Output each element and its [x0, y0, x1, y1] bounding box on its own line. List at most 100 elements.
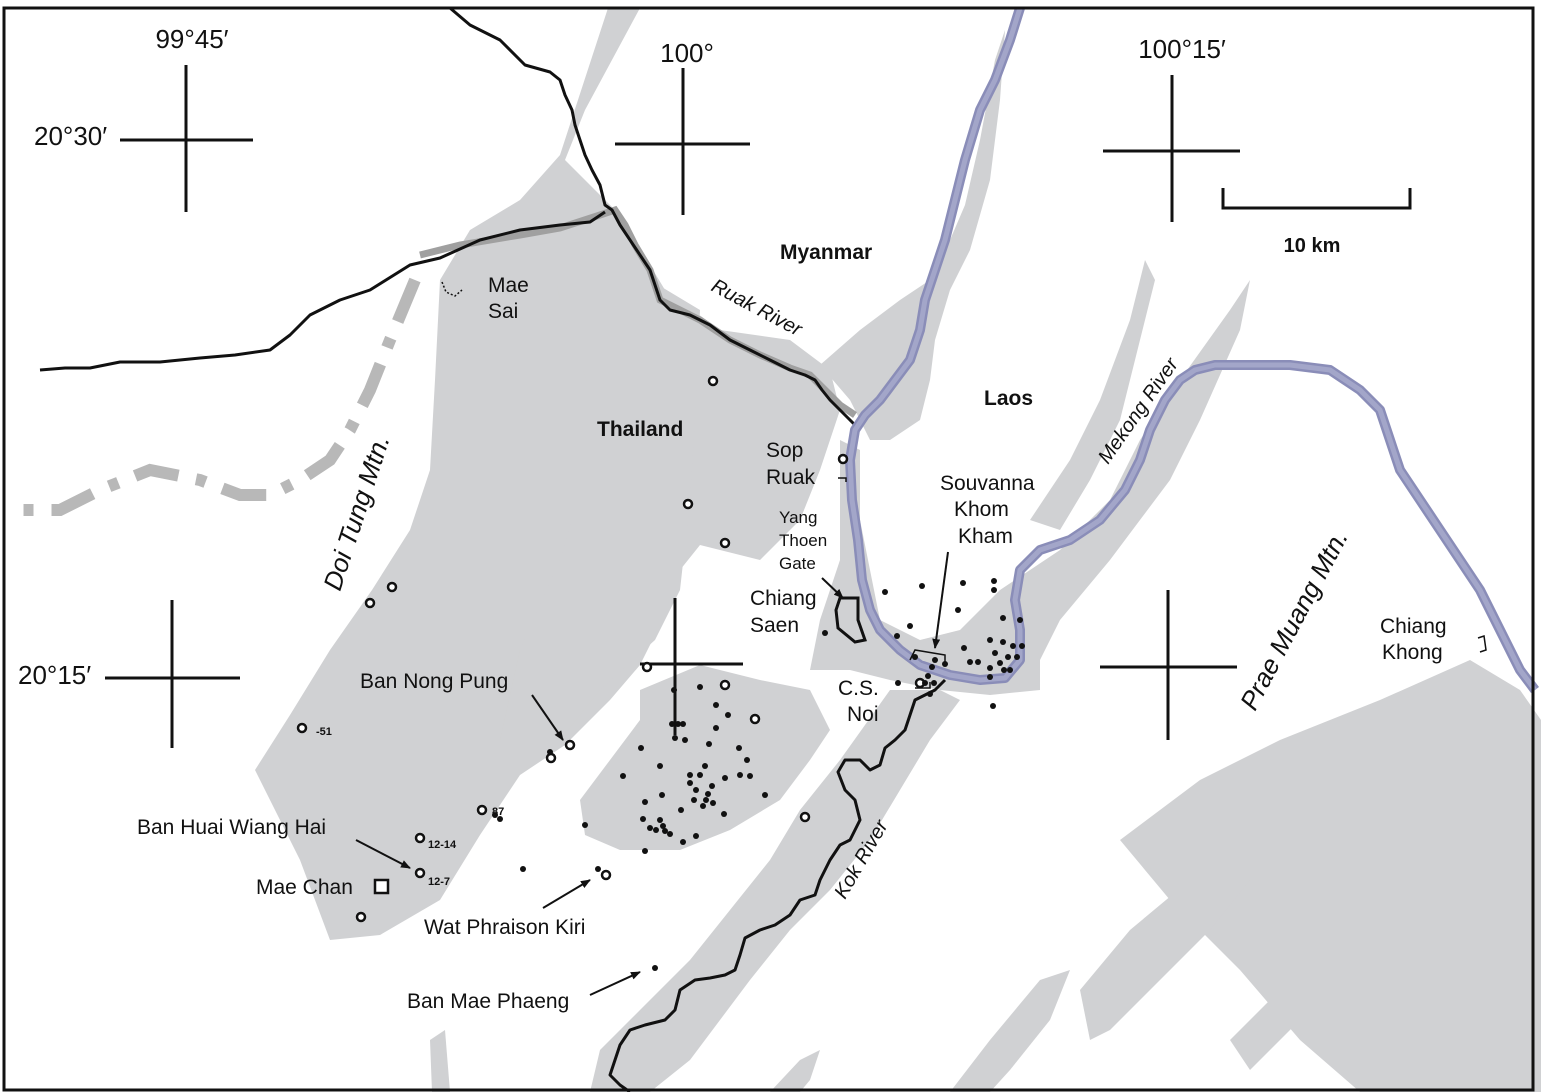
label-ban-huai-wiang-hai: Ban Huai Wiang Hai — [137, 816, 326, 839]
site-dot — [671, 687, 677, 693]
site-dot — [680, 721, 686, 727]
site-dot — [660, 823, 666, 829]
arrow-souvanna — [932, 551, 949, 649]
site-dot — [702, 763, 708, 769]
open-site — [719, 679, 731, 691]
site-dot — [1007, 667, 1013, 673]
terrain-myanmar-ridge — [820, 30, 1005, 440]
label-mae-chan: Mae Chan — [256, 876, 353, 899]
site-dot — [725, 712, 731, 718]
scale-bar — [1221, 188, 1412, 210]
site-dot — [662, 828, 668, 834]
site-dot — [492, 812, 498, 818]
label-ban-nong-pung: Ban Nong Pung — [360, 670, 508, 693]
site-dot — [667, 831, 673, 837]
country-thailand: Thailand — [597, 418, 683, 441]
site-dot — [672, 735, 678, 741]
site-dot — [657, 817, 663, 823]
town-markers — [441, 281, 1487, 689]
border-thai-myanmar — [449, 6, 857, 427]
site-dot — [706, 741, 712, 747]
graticule — [105, 65, 1240, 748]
site-dot — [642, 799, 648, 805]
site-dot — [894, 633, 900, 639]
coord-lon-10015: 100°15′ — [1138, 34, 1226, 64]
mekong-layer — [845, 6, 1539, 693]
site-dot — [697, 684, 703, 690]
site-dot — [675, 721, 681, 727]
site-dot — [710, 800, 716, 806]
open-site — [414, 867, 426, 879]
site-dot — [967, 659, 973, 665]
open-site — [682, 498, 694, 510]
terrain-s-ridge — [950, 970, 1070, 1092]
site-dot — [895, 680, 901, 686]
border-doi-tung-dashed — [10, 277, 421, 516]
site-dot — [653, 827, 659, 833]
site-dot — [657, 763, 663, 769]
site-dot — [709, 783, 715, 789]
map-frame — [2, 6, 1535, 1092]
arrow-ban-huai-wiang-hai — [355, 839, 411, 869]
label-mae-sai: Mae Sai — [488, 274, 535, 323]
site-dot — [744, 757, 750, 763]
site-dot — [705, 791, 711, 797]
terrain-thailand-body — [500, 200, 700, 760]
mae-sai-marker — [441, 281, 463, 297]
label-souvanna-khom-kham: Souvanna Khom Kham — [940, 472, 1040, 548]
site-dot — [919, 583, 925, 589]
label-sop-ruak: Sop Ruak — [766, 439, 816, 489]
site-dot — [697, 772, 703, 778]
site-dot — [990, 703, 996, 709]
site-dot — [1005, 654, 1011, 660]
kok-river — [608, 678, 947, 1092]
mountain-prae-muang-label: Prae Muang Mtn. — [1234, 525, 1354, 715]
place-labels: Mae Sai Sop Ruak Yang Thoen Gate Chiang … — [137, 274, 1452, 1013]
site-dot — [687, 772, 693, 778]
coord-lat-2030: 20°30′ — [34, 121, 107, 151]
border-myanmar-west — [39, 210, 606, 372]
site-dot — [987, 665, 993, 671]
label-yang-thoen-gate: Yang Thoen Gate — [779, 508, 832, 573]
filled-sites — [492, 578, 1025, 971]
open-site — [355, 911, 367, 923]
souvanna-marker — [909, 649, 946, 662]
site-dot — [642, 848, 648, 854]
sop-ruak-marker — [838, 477, 847, 482]
arrow-ban-nong-pung — [531, 694, 564, 741]
site-number-12-7: 12-7 — [428, 876, 450, 888]
open-site — [641, 661, 653, 673]
site-numbers: -51 87 12-14 12-7 — [316, 726, 504, 888]
open-site — [719, 537, 731, 549]
site-dot — [659, 792, 665, 798]
open-site — [476, 804, 488, 816]
country-laos: Laos — [984, 387, 1033, 410]
site-dot — [497, 816, 503, 822]
site-dot — [640, 816, 646, 822]
site-number-12-14: 12-14 — [428, 839, 457, 851]
site-dot — [912, 654, 918, 660]
site-dot — [961, 645, 967, 651]
terrain-mekong-valley — [810, 280, 1250, 695]
chiang-khong-marker — [1477, 635, 1487, 653]
label-chiang-saen: Chiang Saen — [750, 587, 822, 637]
site-dot — [647, 825, 653, 831]
label-chiang-khong: Chiang Khong — [1380, 615, 1452, 664]
site-dot — [987, 674, 993, 680]
arrow-ban-mae-phaeng — [589, 971, 641, 996]
site-dot — [922, 680, 928, 686]
site-dot — [932, 657, 938, 663]
site-dot — [691, 797, 697, 803]
site-dot — [991, 587, 997, 593]
site-dot — [547, 749, 553, 755]
site-dot — [680, 839, 686, 845]
site-dot — [1019, 643, 1025, 649]
site-dot — [582, 822, 588, 828]
site-dot — [713, 702, 719, 708]
open-sites — [296, 375, 926, 923]
scale-bar-label: 10 km — [1284, 235, 1341, 257]
site-dot — [652, 965, 658, 971]
open-site — [749, 713, 761, 725]
